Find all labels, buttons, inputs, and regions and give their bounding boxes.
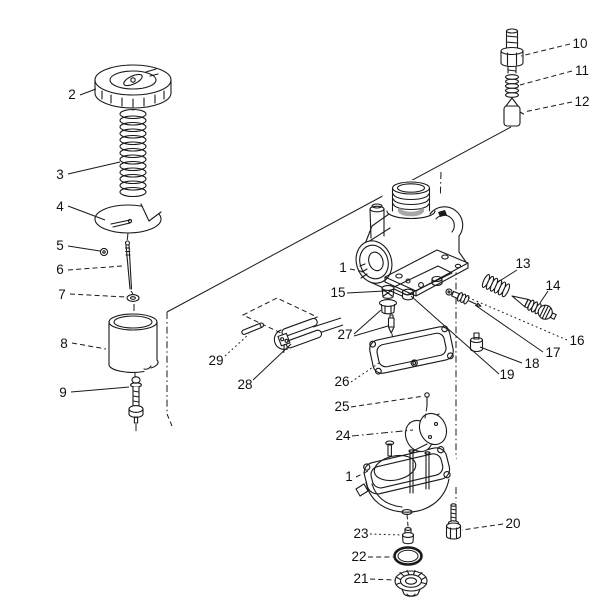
leader-15 — [346, 290, 386, 294]
callout-24: 24 — [335, 428, 351, 443]
callout-16: 16 — [569, 333, 584, 348]
callout-1-bowl: 1 — [345, 469, 353, 484]
leader-9 — [70, 386, 130, 393]
part-23-main-jet — [401, 513, 415, 545]
part-21-drain-plug — [394, 569, 428, 597]
part-20-screw — [445, 503, 462, 540]
part-24-float — [404, 412, 448, 453]
callout-5: 5 — [56, 238, 64, 253]
leader-26 — [350, 362, 380, 383]
leader-1-bowl — [355, 470, 369, 478]
part-6-jet-needle — [124, 240, 133, 290]
part-25-pin — [424, 392, 430, 419]
part-26-bowl-gasket — [369, 325, 454, 375]
callout-11: 11 — [575, 63, 589, 78]
callout-28: 28 — [237, 377, 252, 392]
callout-4: 4 — [56, 199, 64, 214]
callout-26: 26 — [334, 374, 349, 389]
callout-10: 10 — [572, 36, 587, 51]
leader-19 — [410, 295, 500, 375]
leader-21 — [369, 578, 397, 581]
callout-19: 19 — [499, 367, 514, 382]
part-3-spring — [119, 108, 147, 198]
leader-28 — [252, 343, 292, 381]
main-explosion-axis-line — [166, 126, 512, 313]
callout-7: 7 — [58, 287, 66, 302]
leader-lines — [67, 43, 573, 581]
part-13-spring — [481, 274, 511, 298]
leader-14 — [539, 290, 549, 304]
leader-11 — [519, 70, 573, 86]
leader-13 — [497, 269, 518, 283]
callout-29: 29 — [208, 353, 223, 368]
leader-2 — [79, 88, 97, 96]
part-22-o-ring — [393, 546, 423, 566]
callout-27: 27 — [337, 327, 352, 342]
callout-12: 12 — [574, 94, 589, 109]
callout-labels: 2 3 4 5 6 7 8 9 10 11 12 13 14 15 1 16 1… — [56, 36, 589, 586]
part-1-carburetor-body — [348, 180, 469, 301]
part-8-throttle-slide — [108, 313, 159, 373]
callout-21: 21 — [353, 571, 368, 586]
part-11-spring — [504, 74, 520, 98]
part-1-float-bowl — [355, 432, 462, 515]
part-17-screw-spring-assembly — [445, 288, 482, 307]
leader-4 — [67, 205, 106, 221]
leader-29 — [224, 333, 250, 357]
leader-10 — [520, 43, 571, 57]
part-9-screw — [128, 376, 144, 424]
part-29-float-pin — [241, 322, 265, 335]
leader-25 — [350, 395, 425, 408]
callout-1-body: 1 — [339, 260, 347, 275]
callout-2: 2 — [68, 87, 76, 102]
leader-18 — [479, 346, 523, 364]
leader-20 — [461, 523, 504, 531]
part-7-washer — [126, 294, 140, 302]
callout-6: 6 — [56, 262, 64, 277]
callout-17: 17 — [545, 345, 560, 360]
callout-15: 15 — [330, 285, 345, 300]
part-27-needle-valve-seat — [378, 299, 398, 315]
callout-20: 20 — [505, 516, 520, 531]
callout-3: 3 — [56, 167, 64, 182]
leader-24 — [351, 429, 414, 437]
callout-25: 25 — [334, 399, 349, 414]
callout-9: 9 — [59, 385, 67, 400]
callout-8: 8 — [60, 336, 68, 351]
part-15-filter-screen — [381, 285, 395, 299]
leader-7 — [69, 293, 127, 298]
leader-3 — [67, 161, 121, 175]
callout-23: 23 — [353, 526, 368, 541]
callout-18: 18 — [524, 356, 539, 371]
part-12-starter-plunger — [503, 97, 525, 127]
leader-17 — [474, 304, 544, 353]
leader-8 — [71, 342, 107, 350]
part-14-adjuster-screw — [511, 295, 557, 320]
part-2-cap — [94, 64, 172, 109]
part-4-spring-seat-plate — [94, 203, 162, 234]
slide-bore-axis-hook — [166, 413, 173, 427]
leader-1-body — [349, 268, 366, 273]
leader-6 — [67, 265, 123, 271]
leader-23 — [369, 533, 403, 536]
part-10-cable-adjuster — [500, 28, 524, 74]
part-28-float-arm — [273, 317, 323, 354]
callout-22: 22 — [351, 549, 366, 564]
callout-14: 14 — [545, 278, 561, 293]
part-5-needle-clip — [99, 247, 109, 257]
callout-13: 13 — [515, 256, 530, 271]
leader-27 — [353, 309, 389, 337]
leader-5 — [67, 245, 101, 252]
